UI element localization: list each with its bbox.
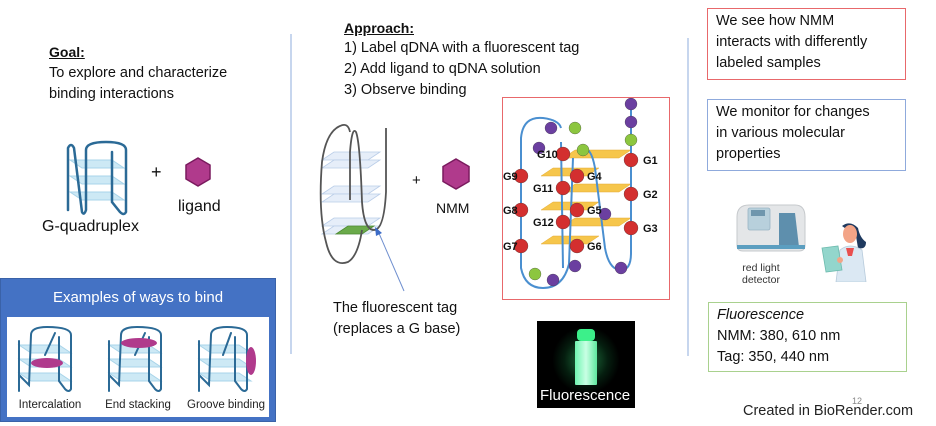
g-label: G7 [503,241,518,253]
structure-diagram-panel: G1 G2 G3 G4 G5 G6 G7 G8 G9 G10 G11 G12 [502,97,670,300]
approach-heading: Approach: [344,20,414,36]
g-quadruplex-structure-diagram: G1 G2 G3 G4 G5 G6 G7 G8 G9 G10 G11 G12 [503,97,658,290]
intercalation-icon [17,325,73,392]
note-line: We see how NMM [716,13,835,29]
wavelength-line: Tag: 350, 440 nm [717,349,830,365]
labeled-qdna-icon [319,123,387,264]
example-label: Groove binding [187,399,265,411]
ligand-label: ligand [178,198,221,215]
detector-label-line: red light [742,262,780,274]
scientist-icon [821,223,867,282]
end-stacking-icon [107,325,163,392]
approach-step: 2) Add ligand to qDNA solution [344,61,541,77]
column-divider [687,38,689,356]
examples-title: Examples of ways to bind [52,289,224,306]
note-line: properties [716,146,781,162]
g-label: G1 [643,155,658,167]
note-line: We monitor for changes [716,104,870,120]
wavelength-line: NMM: 380, 610 nm [717,328,841,344]
example-label: Intercalation [18,399,82,411]
goal-text-line: To explore and characterize [49,65,228,81]
approach-step: 1) Label qDNA with a fluorescent tag [344,40,580,56]
vial-body [575,341,597,385]
detector-label-line: detector [742,274,780,286]
fluorescence-wavelengths: Fluorescence NMM: 380, 610 nm Tag: 350, … [708,302,907,372]
tag-pointer-arrow [375,227,405,292]
tag-caption-line: The fluorescent tag [333,300,458,316]
g-label: G3 [643,223,658,235]
g-label: G12 [533,217,554,229]
g-label: G8 [503,205,518,217]
nmm-hexagon-icon [442,158,470,190]
examples-panel: Examples of ways to bind Intercalation [0,278,276,422]
vial-cap [577,329,595,341]
biorender-credit: Created in BioRender.com [743,403,914,419]
g-quadruplex-label: G-quadruplex [42,218,139,235]
goal-text-line: binding interactions [49,86,174,102]
approach-step: 3) Observe binding [344,82,467,98]
nmm-label: NMM [436,200,470,216]
ligand-hexagon-icon [185,157,211,187]
note-line: in various molecular [716,125,845,141]
g-label: G5 [587,205,602,217]
note-line: interacts with differently [716,34,868,50]
page-number: 12 [852,396,863,406]
nmm-interaction-note: We see how NMM interacts with differentl… [707,8,906,80]
g-label: G2 [643,189,658,201]
goal-heading: Goal: [49,44,85,60]
g-label: G11 [533,183,553,195]
g-label: G9 [503,171,518,183]
groove-binding-icon [197,325,256,392]
example-label: End stacking [105,399,171,411]
spectrometer-icon [736,204,806,252]
tag-caption-line: (replaces a G base) [333,321,461,337]
g-label: G4 [587,171,603,183]
g-quadruplex-icon [66,140,128,216]
plus-sign: + [412,172,421,189]
note-line: labeled samples [716,55,821,71]
fluorescence-caption: Fluorescence [540,387,631,404]
plus-sign: + [151,162,162,182]
tag-caption: The fluorescent tag (replaces a G base) [333,298,460,340]
column-divider [290,34,292,354]
fluorescence-box-title: Fluorescence [717,307,805,323]
g-label: G10 [537,149,558,161]
examples-content: Intercalation End stacking [7,317,269,417]
detector-label: red light detector [742,262,780,286]
fluorescence-photo: Fluorescence [537,321,635,408]
monitor-changes-note: We monitor for changes in various molecu… [707,99,906,171]
goal-text: To explore and characterize binding inte… [49,63,227,105]
g-label: G6 [587,241,602,253]
approach-steps: 1) Label qDNA with a fluorescent tag 2) … [344,38,579,101]
